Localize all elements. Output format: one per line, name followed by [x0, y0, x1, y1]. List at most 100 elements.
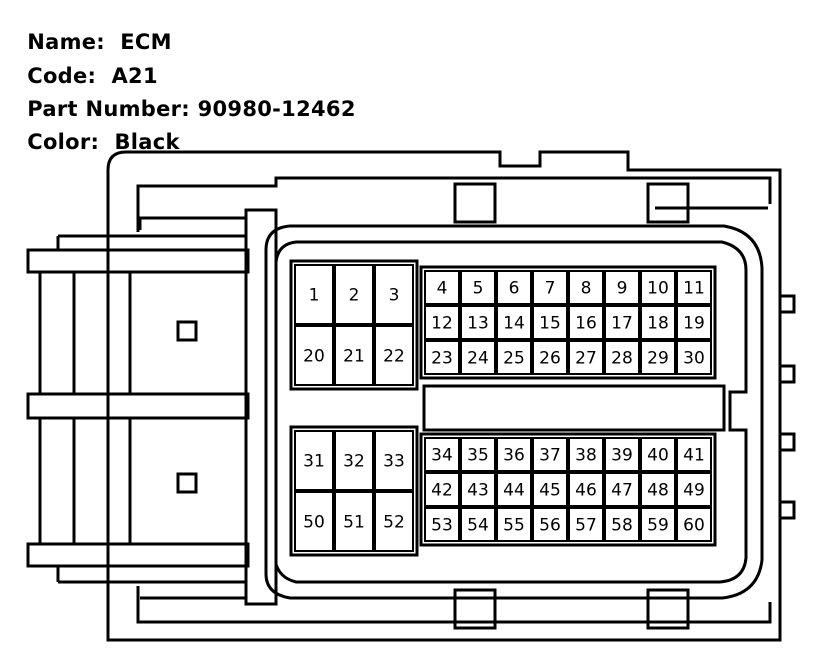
pin-cavity	[640, 340, 676, 375]
pin-number: 3	[389, 286, 400, 306]
pin-cavity	[496, 472, 532, 507]
color-value: Black	[114, 130, 180, 154]
pin-cavity	[532, 340, 568, 375]
pin-number: 11	[683, 279, 705, 299]
pin-block-lower-large	[289, 425, 419, 557]
pin-number: 21	[343, 347, 365, 367]
pin-cavity	[496, 305, 532, 340]
pin-cavity	[294, 430, 334, 491]
pin-number: 2	[349, 286, 360, 306]
pin-number: 41	[683, 446, 705, 466]
pin-cavity	[676, 437, 712, 472]
pin-cavity	[424, 340, 460, 375]
color-label: Color:	[27, 130, 100, 154]
pin-number: 49	[683, 481, 705, 501]
pin-number: 52	[383, 513, 405, 533]
name-value: ECM	[120, 30, 172, 54]
pin-number: 59	[647, 516, 669, 536]
pin-number: 34	[431, 446, 453, 466]
pin-number: 39	[611, 446, 633, 466]
pin-number: 42	[431, 481, 453, 501]
pin-number: 27	[575, 349, 597, 369]
pin-cavity	[374, 264, 414, 325]
pin-cavity	[374, 325, 414, 386]
pin-cavity	[568, 437, 604, 472]
pin-number: 6	[509, 279, 520, 299]
pin-number: 40	[647, 446, 669, 466]
pin-cavity	[424, 472, 460, 507]
pin-number: 19	[683, 314, 705, 334]
pin-number: 56	[539, 516, 561, 536]
pin-number: 18	[647, 314, 669, 334]
pin-cavity	[532, 472, 568, 507]
pin-cavity	[424, 305, 460, 340]
pin-cavity	[460, 340, 496, 375]
connector-housing	[106, 150, 796, 642]
pin-number: 5	[473, 279, 484, 299]
pin-number: 48	[647, 481, 669, 501]
part-number-value: 90980-12462	[197, 97, 356, 121]
pin-number: 31	[303, 452, 325, 472]
pin-cavity	[640, 305, 676, 340]
pin-number: 46	[575, 481, 597, 501]
pin-number: 13	[467, 314, 489, 334]
pin-cavity	[568, 507, 604, 542]
pin-block-lower-small	[419, 432, 717, 547]
pin-cavity	[640, 270, 676, 305]
pin-cavity	[460, 507, 496, 542]
code-line: Code: A21	[12, 40, 158, 88]
pin-cavity	[334, 325, 374, 386]
pin-number: 16	[575, 314, 597, 334]
pin-number: 1	[309, 286, 320, 306]
pin-number: 10	[647, 279, 669, 299]
pin-number: 32	[343, 452, 365, 472]
pin-cavity	[496, 340, 532, 375]
pin-cavity	[676, 270, 712, 305]
color-line: Color: Black	[12, 106, 180, 154]
pin-number: 50	[303, 513, 325, 533]
pin-cavity	[424, 507, 460, 542]
pin-number: 43	[467, 481, 489, 501]
pin-cavity	[604, 305, 640, 340]
pin-cavity	[640, 472, 676, 507]
pin-number: 37	[539, 446, 561, 466]
pin-cavity	[604, 270, 640, 305]
pin-cavity	[676, 305, 712, 340]
pin-cavity	[424, 270, 460, 305]
pin-number: 15	[539, 314, 561, 334]
pin-cavity	[496, 507, 532, 542]
pin-number: 35	[467, 446, 489, 466]
pin-number: 7	[545, 279, 556, 299]
pin-cavity	[604, 437, 640, 472]
pin-number: 54	[467, 516, 489, 536]
connector-face	[244, 208, 764, 606]
pin-number: 14	[503, 314, 525, 334]
pin-number: 17	[611, 314, 633, 334]
pin-block-upper-large	[289, 259, 419, 391]
pin-number: 25	[503, 349, 525, 369]
pin-cavity	[424, 437, 460, 472]
pin-cavity	[496, 437, 532, 472]
pin-number: 12	[431, 314, 453, 334]
pin-number: 9	[617, 279, 628, 299]
pin-number: 4	[437, 279, 448, 299]
pin-cavity	[676, 507, 712, 542]
pin-cavity	[294, 325, 334, 386]
pin-cavity	[532, 507, 568, 542]
pin-cavity	[334, 264, 374, 325]
pin-cavity	[374, 491, 414, 552]
pin-number: 8	[581, 279, 592, 299]
pin-cavity	[604, 340, 640, 375]
pin-cavity	[604, 507, 640, 542]
pin-number: 53	[431, 516, 453, 536]
pin-number: 44	[503, 481, 525, 501]
pin-number: 20	[303, 347, 325, 367]
pin-cavity	[374, 430, 414, 491]
pin-number: 23	[431, 349, 453, 369]
pin-cavity	[294, 491, 334, 552]
pin-number: 33	[383, 452, 405, 472]
pin-number: 55	[503, 516, 525, 536]
pin-cavity	[294, 264, 334, 325]
